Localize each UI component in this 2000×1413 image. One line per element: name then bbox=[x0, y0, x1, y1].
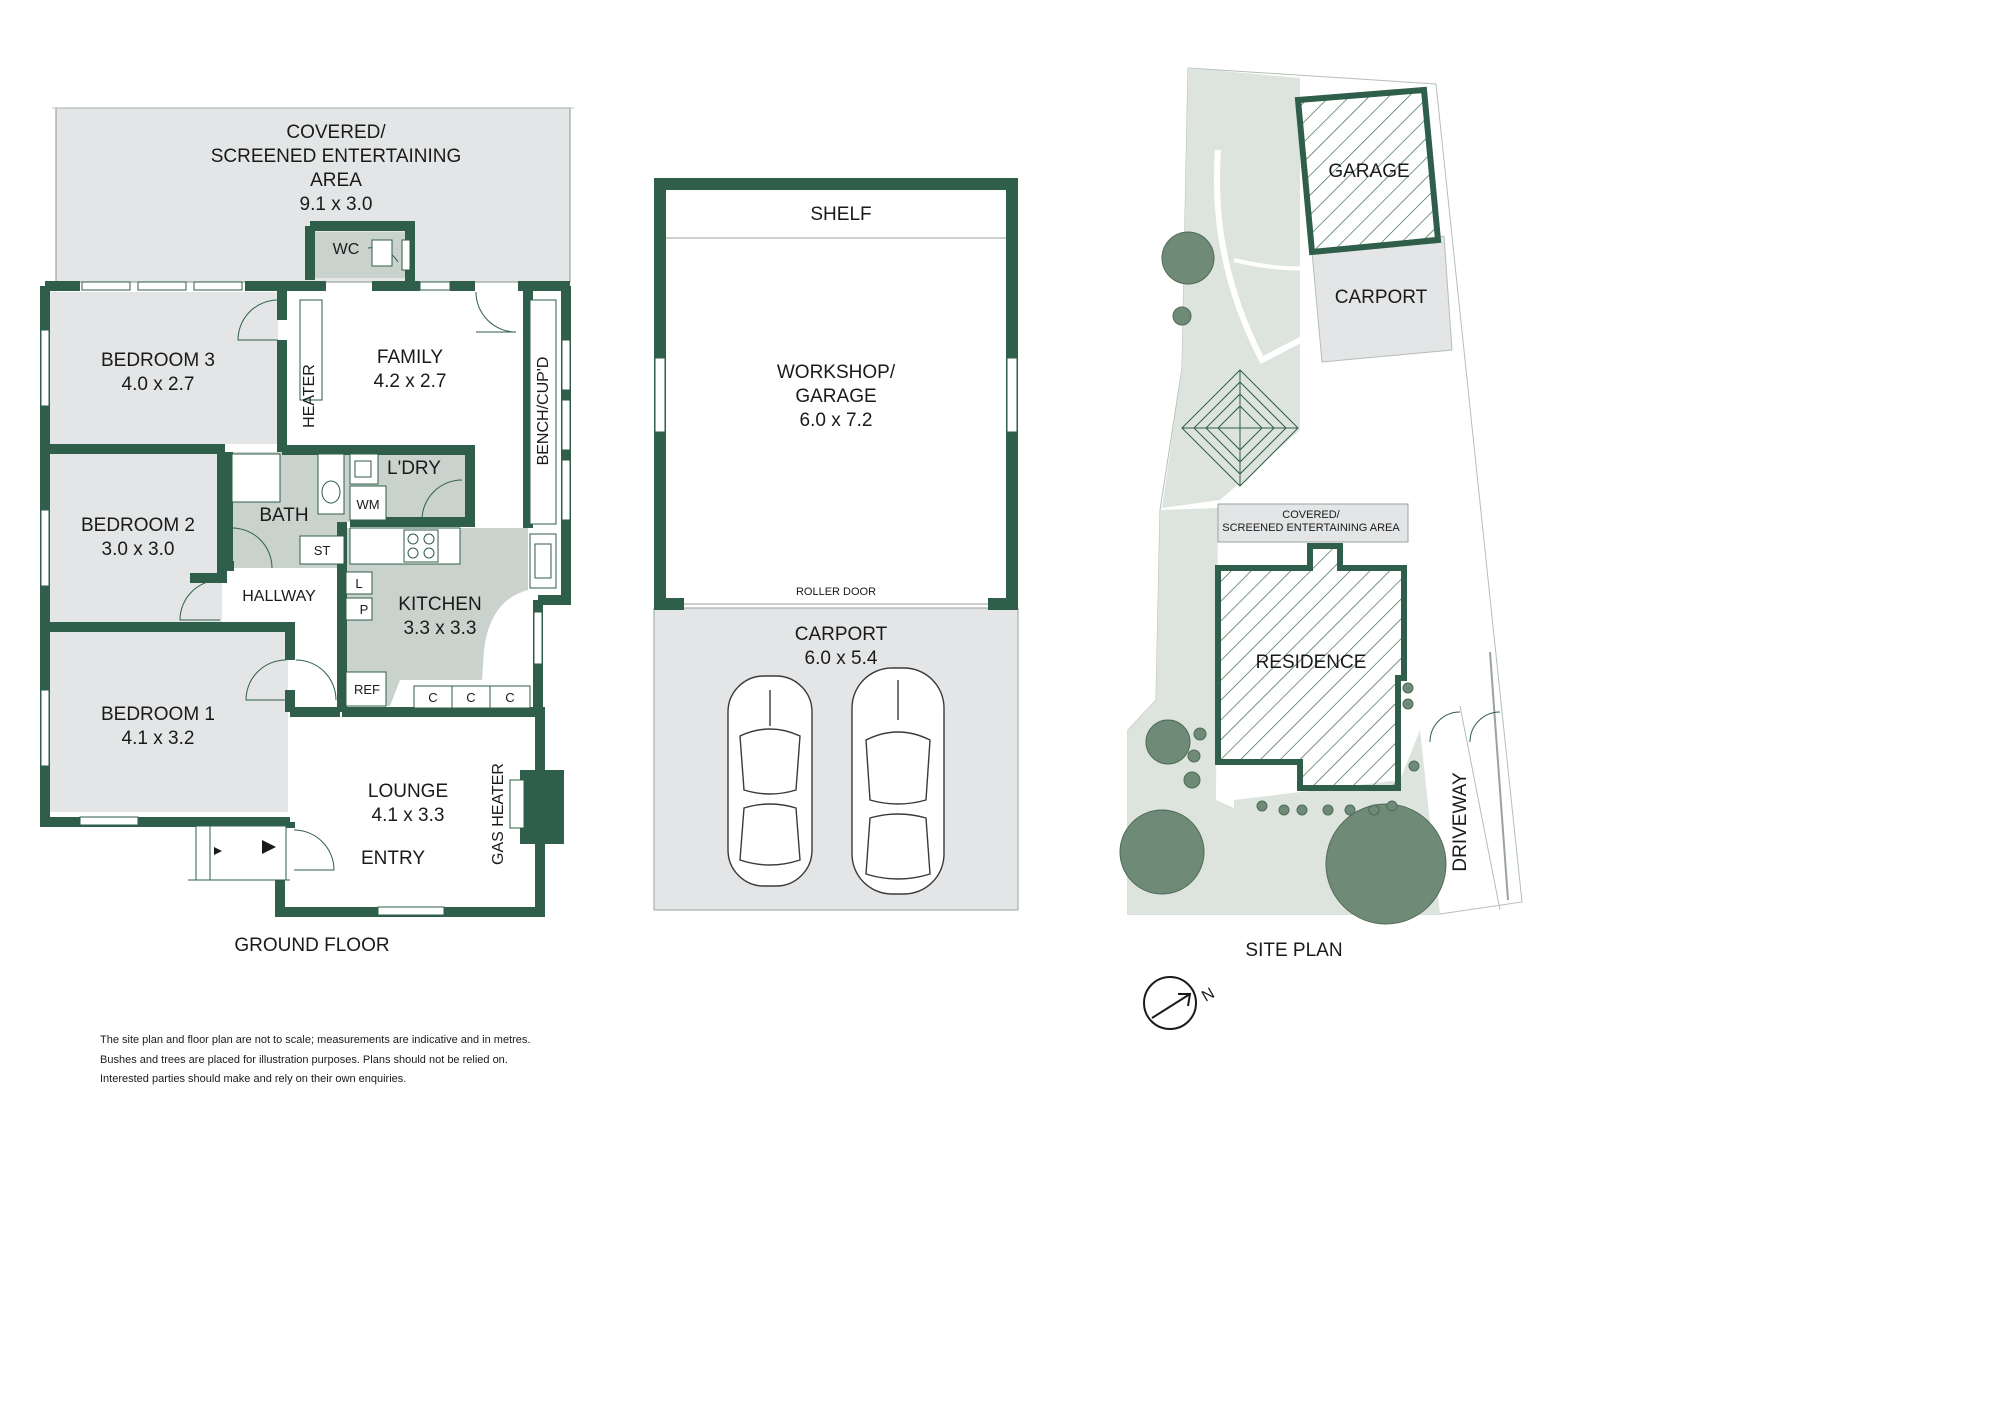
ground-floor-plan: COVERED/ SCREENED ENTERTAINING AREA 9.1 … bbox=[40, 107, 574, 956]
site-driveway-label: DRIVEWAY bbox=[1450, 772, 1471, 872]
fridge-label: REF bbox=[354, 682, 380, 697]
door-swings bbox=[179, 247, 517, 871]
bedroom-1 bbox=[50, 632, 288, 812]
fireplace bbox=[520, 770, 564, 844]
floor-plan-sheet: COVERED/ SCREENED ENTERTAINING AREA 9.1 … bbox=[40, 67, 1523, 1030]
pantry-label: P bbox=[360, 602, 369, 617]
bedroom-2-dims: 3.0 x 3.0 bbox=[102, 539, 175, 560]
outbuilding-plan: SHELF WORKSHOP/ GARAGE 6.0 x 7.2 ROLLER … bbox=[653, 178, 1019, 911]
site-garage bbox=[1294, 86, 1442, 256]
bench-label: BENCH/CUP'D bbox=[535, 357, 552, 466]
bath-label: BATH bbox=[259, 505, 308, 526]
kitchen-label: KITCHEN bbox=[398, 594, 481, 615]
entry-label: ENTRY bbox=[361, 848, 425, 869]
bedroom-1-label: BEDROOM 1 bbox=[101, 704, 215, 725]
carport-dims: 6.0 x 5.4 bbox=[805, 648, 878, 669]
bedroom-3 bbox=[50, 292, 278, 444]
lounge-label: LOUNGE bbox=[368, 781, 448, 802]
workshop-label-2: GARAGE bbox=[795, 386, 876, 407]
gas-heater-label: GAS HEATER bbox=[490, 763, 507, 865]
windows bbox=[40, 239, 571, 916]
cupboard-label-1: C bbox=[428, 690, 437, 705]
site-carport-label: CARPORT bbox=[1335, 287, 1428, 308]
wc-label: WC bbox=[333, 241, 360, 258]
heater-label: HEATER bbox=[301, 364, 318, 428]
bedroom-1-dims: 4.1 x 3.2 bbox=[122, 728, 195, 749]
kitchen-dims: 3.3 x 3.3 bbox=[404, 618, 477, 639]
linen-label: L bbox=[355, 576, 362, 591]
storage-label: ST bbox=[314, 543, 331, 558]
north-label: N bbox=[1199, 985, 1218, 1006]
disclaimer-line: Bushes and trees are placed for illustra… bbox=[100, 1053, 508, 1066]
site-entertaining-label-1: COVERED/ bbox=[1282, 509, 1340, 521]
family-label: FAMILY bbox=[377, 347, 443, 368]
site-plan: GARAGE CARPORT COVERED/ SCREENED ENTERTA… bbox=[1119, 67, 1523, 1030]
entertaining-label-2: SCREENED ENTERTAINING bbox=[211, 146, 462, 167]
bedroom-3-label: BEDROOM 3 bbox=[101, 350, 215, 371]
family-dims: 4.2 x 2.7 bbox=[374, 371, 447, 392]
entry-arrow-icon bbox=[262, 840, 276, 854]
hallway-label: HALLWAY bbox=[242, 588, 316, 605]
laundry-label: L'DRY bbox=[387, 458, 441, 479]
roller-door-label: ROLLER DOOR bbox=[796, 586, 876, 598]
car-icon bbox=[851, 667, 945, 895]
workshop-label-1: WORKSHOP/ bbox=[777, 362, 896, 383]
north-arrow-icon bbox=[1143, 976, 1197, 1030]
site-plan-title: SITE PLAN bbox=[1245, 940, 1342, 961]
pergola-roof bbox=[1181, 369, 1299, 487]
disclaimer: The site plan and floor plan are not to … bbox=[100, 1031, 530, 1090]
entertaining-label-3: AREA bbox=[310, 170, 362, 191]
bedroom-3-dims: 4.0 x 2.7 bbox=[122, 374, 195, 395]
tree-icons bbox=[1119, 231, 1447, 925]
disclaimer-line: Interested parties should make and rely … bbox=[100, 1073, 407, 1085]
entertaining-label-1: COVERED/ bbox=[286, 122, 386, 143]
bedroom-2 bbox=[50, 454, 222, 622]
site-residence-label: RESIDENCE bbox=[1256, 652, 1367, 673]
car-icon bbox=[727, 675, 813, 887]
cupboard-label-3: C bbox=[505, 690, 514, 705]
site-entertaining-label-2: SCREENED ENTERTAINING AREA bbox=[1222, 522, 1400, 534]
ground-floor-title: GROUND FLOOR bbox=[234, 935, 389, 956]
site-garage-label: GARAGE bbox=[1328, 161, 1409, 182]
bedroom-2-label: BEDROOM 2 bbox=[81, 515, 195, 536]
fixtures bbox=[188, 239, 557, 881]
disclaimer-line: The site plan and floor plan are not to … bbox=[100, 1034, 531, 1046]
carport-label: CARPORT bbox=[795, 624, 888, 645]
shelf-label: SHELF bbox=[810, 204, 871, 225]
cupboard-label-2: C bbox=[466, 690, 475, 705]
lounge-dims: 4.1 x 3.3 bbox=[372, 805, 445, 826]
washing-machine-label: WM bbox=[356, 497, 379, 512]
wc-room bbox=[312, 232, 408, 278]
entertaining-dims: 9.1 x 3.0 bbox=[300, 194, 373, 215]
workshop-dims: 6.0 x 7.2 bbox=[800, 410, 873, 431]
kitchen bbox=[346, 528, 528, 706]
carport-area bbox=[653, 607, 1019, 911]
site-residence bbox=[1215, 543, 1407, 791]
